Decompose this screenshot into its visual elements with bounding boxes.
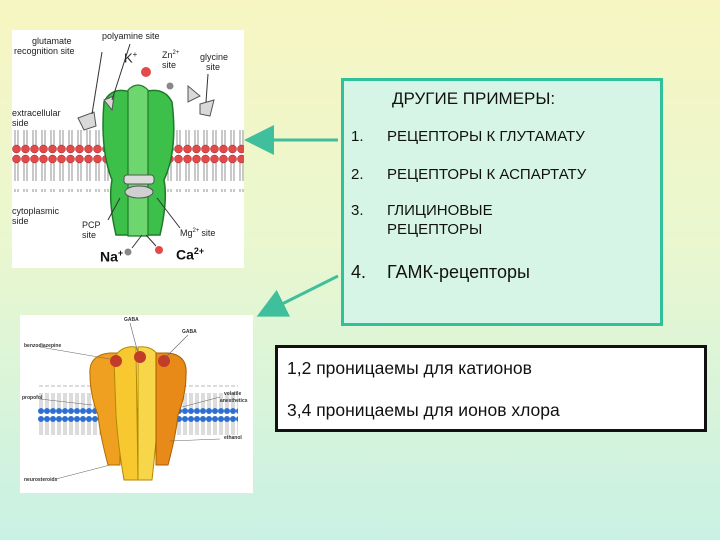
- label-zn-site: site: [162, 60, 177, 70]
- example-item-3-line2: РЕЦЕПТОРЫ: [387, 221, 483, 238]
- label-extracellular: extracellular: [12, 108, 61, 118]
- label-gaba-top: GABA: [124, 317, 139, 323]
- receptor-subunit-right: [143, 89, 175, 236]
- pointer-propofol: [39, 398, 93, 406]
- label-na-text: Na: [100, 248, 118, 265]
- label-zn: Zn2+: [162, 48, 179, 60]
- label-k-text: K: [124, 50, 133, 66]
- example-item-2-num: 2.: [351, 166, 364, 183]
- label-recognition-site: recognition site: [14, 46, 75, 56]
- permeability-line-2: 3,4 проницаемы для ионов хлора: [287, 400, 560, 420]
- nmda-receptor-diagram: [12, 43, 244, 256]
- gaba-site-3: [158, 355, 170, 367]
- label-zn-sup: 2+: [172, 50, 180, 56]
- label-gaba-right: GABA: [182, 329, 197, 335]
- pointer-volatile: [181, 396, 221, 408]
- example-item-3: 3. ГЛИЦИНОВЫЕ РЕЦЕПТОРЫ: [351, 201, 493, 239]
- gaba-site-1: [110, 355, 122, 367]
- example-item-3-text: ГЛИЦИНОВЫЕ РЕЦЕПТОРЫ: [387, 201, 493, 239]
- nmda-receptor-figure: glutamate recognition site polyamine sit…: [12, 30, 244, 268]
- label-pcp-site: site: [82, 230, 97, 240]
- gaba-subunit-4: [155, 352, 187, 466]
- label-anesthetics: anesthetics: [220, 398, 248, 404]
- mg-block: [124, 185, 154, 199]
- pointer-mg: [156, 197, 181, 229]
- pointer-neurosteroids: [55, 464, 111, 480]
- receptor-subunit-left: [102, 89, 131, 236]
- label-mg-site: site: [201, 228, 216, 238]
- example-item-1-text: РЕЦЕПТОРЫ К ГЛУТАМАТУ: [387, 128, 585, 145]
- pointer-gaba-right: [165, 334, 189, 358]
- gaba-receptor-diagram: [38, 322, 238, 481]
- na-ion: [124, 248, 132, 256]
- label-benzodiazepine: benzodiazepine: [24, 343, 62, 349]
- pointer-glutamate: [91, 51, 103, 115]
- example-item-1-num: 1.: [351, 128, 364, 145]
- label-volatile: volatile: [224, 391, 242, 397]
- example-item-4-text: ГАМК-рецепторы: [387, 262, 530, 282]
- label-glutamate: glutamate: [32, 36, 72, 46]
- label-na-sup: +: [117, 248, 124, 258]
- examples-box: ДРУГИЕ ПРИМЕРЫ: 1.РЕЦЕПТОРЫ К ГЛУТАМАТУ …: [341, 78, 663, 326]
- channel-gate: [123, 174, 155, 185]
- label-propofol: propofol: [22, 395, 43, 401]
- gaba-receptor-figure: GABA GABA benzodiazepine propofol volati…: [20, 315, 253, 493]
- label-cytoplasmic: cytoplasmic: [12, 206, 60, 216]
- example-item-4-num: 4.: [351, 262, 367, 282]
- label-ca: Ca2+: [176, 246, 204, 263]
- gaba-subunit-1: [89, 352, 121, 466]
- examples-title: ДРУГИЕ ПРИМЕРЫ:: [392, 89, 556, 108]
- label-polyamine-site: polyamine site: [102, 31, 160, 41]
- arrow-to-gaba-figure: [256, 274, 339, 317]
- zn-ligand: [187, 84, 201, 103]
- example-item-1: 1. РЕЦЕПТОРЫ К ГЛУТАМАТУ: [351, 127, 585, 146]
- glycine-ligand: [199, 99, 215, 117]
- label-mg: Mg2+site: [180, 226, 215, 238]
- pointer-benzodiazepine: [39, 346, 111, 360]
- example-item-2: 2. РЕЦЕПТОРЫ К АСПАРТАТУ: [351, 165, 586, 184]
- label-pcp: PCP: [82, 220, 101, 230]
- pointer-na: [131, 234, 143, 249]
- glutamate-ligand: [77, 111, 97, 131]
- label-glycine-site: site: [206, 62, 221, 72]
- k-ion: [141, 67, 151, 77]
- label-k-sup: +: [132, 50, 138, 59]
- pointer-pcp: [107, 197, 121, 221]
- pointer-ethanol: [169, 438, 221, 442]
- example-item-2-text: РЕЦЕПТОРЫ К АСПАРТАТУ: [387, 166, 587, 183]
- permeability-line-1: 1,2 проницаемы для катионов: [287, 358, 532, 378]
- label-ethanol: ethanol: [224, 435, 242, 441]
- pointer-gaba-top: [129, 322, 139, 354]
- permeability-box: 1,2 проницаемы для катионов 3,4 проницае…: [275, 345, 707, 432]
- ca-ion: [155, 246, 163, 254]
- label-mg-sup: 2+: [192, 228, 200, 234]
- pointer-glycine: [205, 73, 209, 103]
- example-item-4: 4. ГАМК-рецепторы: [351, 261, 530, 283]
- example-item-3-num: 3.: [351, 202, 364, 219]
- label-neurosteroids: neurosteroids: [24, 477, 58, 483]
- label-ca-text: Ca: [176, 246, 194, 263]
- label-extracellular-side: side: [12, 118, 29, 128]
- zn-ion: [166, 82, 174, 90]
- label-zn-text: Zn: [162, 50, 173, 60]
- label-na: Na+: [100, 248, 123, 265]
- label-k: K+: [124, 50, 138, 66]
- gaba-site-2: [134, 351, 146, 363]
- pointer-polyamine: [111, 43, 131, 101]
- polyamine-ligand: [103, 95, 115, 112]
- label-glycine: glycine: [200, 52, 229, 62]
- pointer-ca: [145, 234, 157, 247]
- label-mg-text: Mg: [180, 228, 193, 238]
- gaba-subunit-2: [113, 346, 139, 481]
- label-ca-sup: 2+: [193, 246, 205, 256]
- label-cytoplasmic-side: side: [12, 216, 29, 226]
- example-item-3-line1: ГЛИЦИНОВЫЕ: [387, 202, 493, 219]
